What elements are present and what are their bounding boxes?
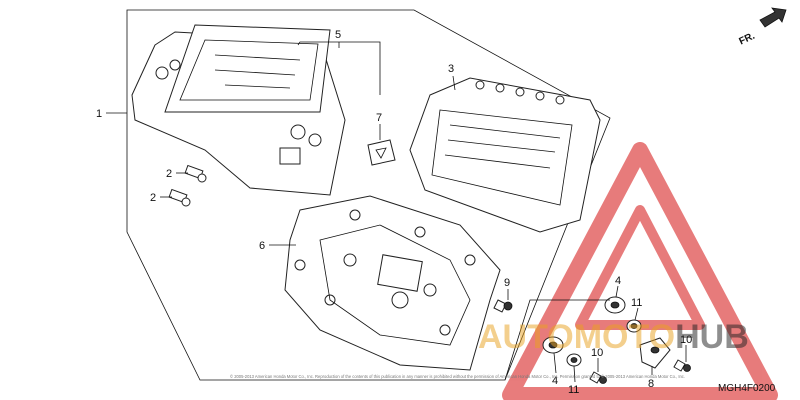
callout-8: 8 <box>648 378 654 390</box>
screw-part-2a <box>184 164 207 183</box>
screw-part-10b <box>673 359 691 372</box>
callout-11b: 11 <box>568 384 579 396</box>
callout-2b: 2 <box>150 192 156 204</box>
meter-case-part <box>284 195 501 371</box>
diagram-code: MGH4F0200 <box>718 383 776 394</box>
screw-part-2b <box>168 188 191 207</box>
watermark-part3: HUB <box>675 318 749 356</box>
callout-3: 3 <box>448 63 454 75</box>
stay-part-8 <box>639 337 671 369</box>
callout-5: 5 <box>335 29 341 41</box>
grommet-part-4a <box>604 296 626 314</box>
callout-5-bracket <box>297 41 381 95</box>
callout-9: 9 <box>504 277 510 289</box>
meter-unit-part <box>409 77 601 233</box>
svg-text:AUTOMOTOHUB: AUTOMOTOHUB <box>478 318 749 356</box>
callout-10a: 10 <box>591 347 603 359</box>
callout-4a: 4 <box>615 275 621 287</box>
screw-part-10a <box>589 371 607 384</box>
arrow-icon <box>759 7 787 28</box>
callout-6: 6 <box>259 240 265 252</box>
callout-11a: 11 <box>631 297 642 309</box>
direction-label: FR. <box>737 31 756 48</box>
callout-7: 7 <box>376 112 382 124</box>
watermark-part2: MOTO <box>574 318 675 356</box>
watermark-logo: AUTOMOTOHUB <box>478 318 749 356</box>
callout-1: 1 <box>96 108 102 120</box>
indicator-lens-part <box>367 139 396 166</box>
screw-part-9 <box>493 299 513 313</box>
callout-10b: 10 <box>680 334 692 346</box>
meter-cover-part <box>131 24 346 196</box>
front-direction-indicator: FR. <box>737 7 787 48</box>
collar-part-11a <box>626 319 642 333</box>
grommet-part-4b <box>542 336 564 354</box>
callout-4b: 4 <box>552 375 558 387</box>
watermark-part1: AUTO <box>478 318 574 356</box>
callout-2a: 2 <box>166 168 172 180</box>
copyright-notice: © 2005-2013 American Honda Motor Co., In… <box>230 373 685 379</box>
leader-lines <box>106 75 687 383</box>
